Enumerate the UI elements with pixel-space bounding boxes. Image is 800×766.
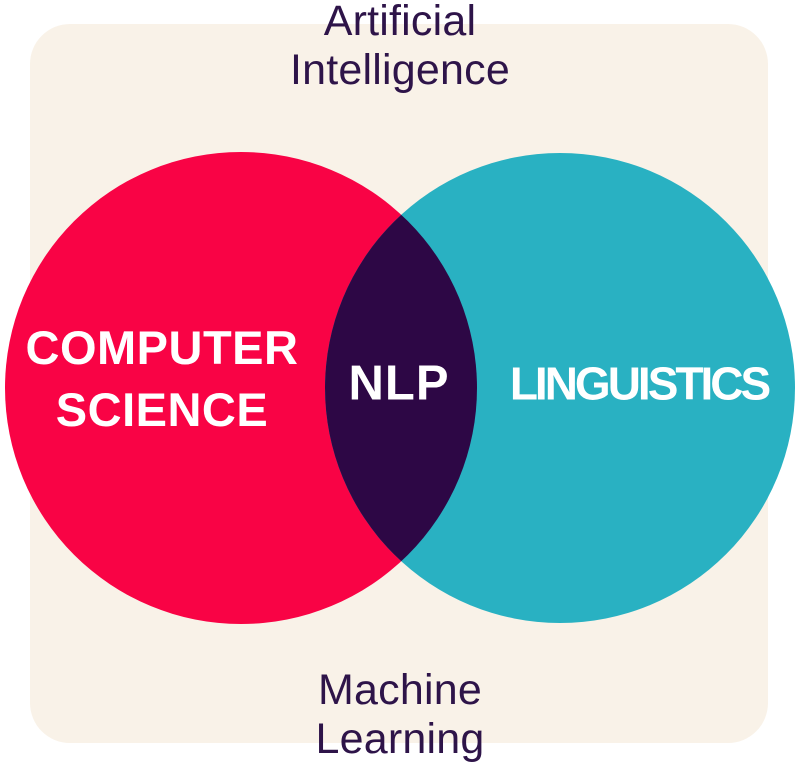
label-machine-learning: Machine Learning	[315, 666, 485, 763]
label-artificial-intelligence: Artificial Intelligence	[290, 0, 510, 94]
label-nlp: NLP	[348, 356, 450, 411]
nlp-intersection-shape	[325, 153, 477, 623]
label-linguistics: LINGUISTICS	[509, 357, 771, 410]
label-computer-science: COMPUTER SCIENCE	[25, 321, 299, 436]
